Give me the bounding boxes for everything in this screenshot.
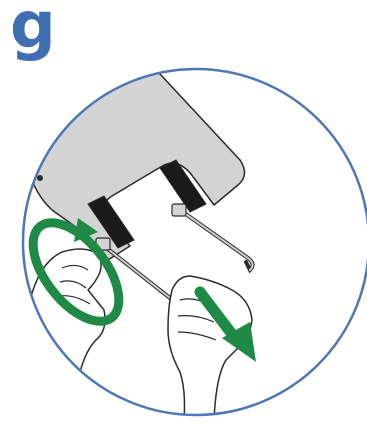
right-leg-knob — [172, 204, 186, 216]
screw-dot — [31, 165, 37, 171]
screw-dot — [37, 175, 43, 181]
